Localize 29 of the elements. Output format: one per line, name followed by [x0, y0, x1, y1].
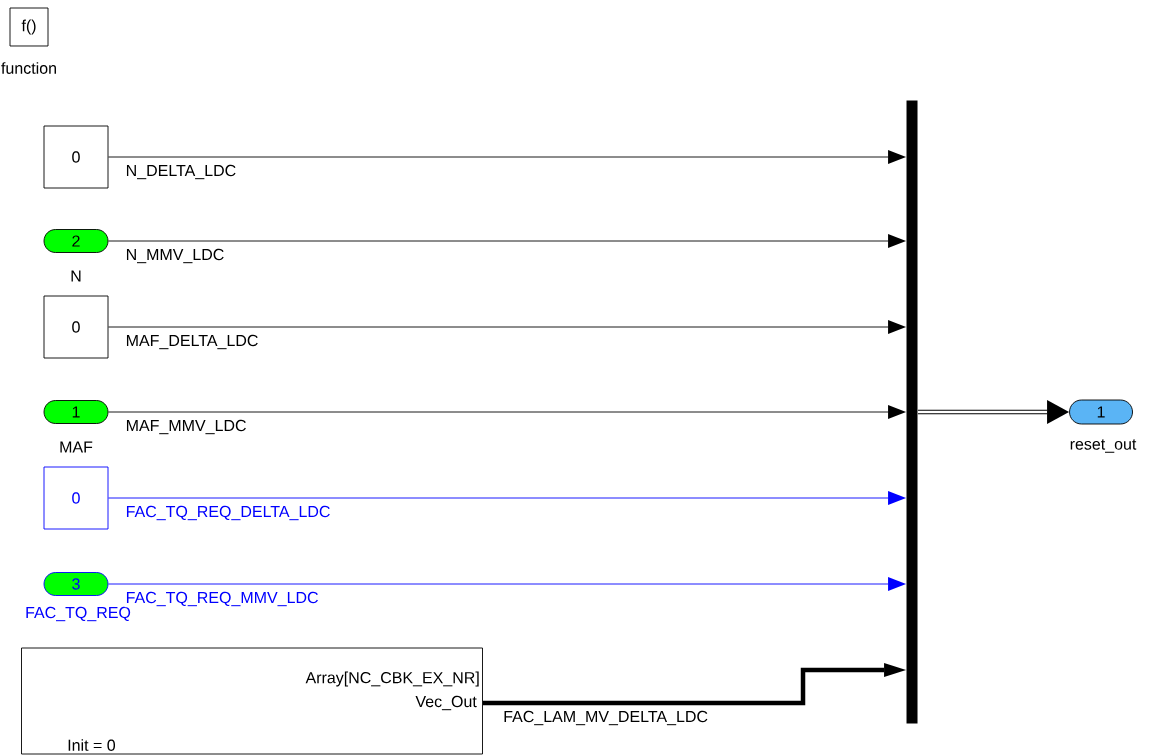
block-label: FAC_TQ_REQ	[26, 606, 131, 622]
inport-block: 1	[43, 400, 109, 424]
arrow	[482, 663, 907, 706]
block-label: reset_out	[1070, 439, 1137, 453]
inport-block: 3	[43, 572, 109, 596]
arrow	[108, 320, 907, 334]
signal-label: FAC_TQ_REQ_DELTA_LDC	[124, 504, 332, 522]
arrow	[108, 234, 907, 248]
block-label: N	[71, 270, 81, 282]
constant-block: 0	[43, 125, 109, 189]
arrow	[108, 491, 907, 505]
signal-label: FAC_LAM_MV_DELTA_LDC	[502, 709, 709, 727]
constant-block: 0	[43, 295, 109, 359]
signal-label: N_DELTA_LDC	[124, 163, 238, 181]
signal-label: MAF_DELTA_LDC	[124, 333, 260, 351]
block-label: MAF	[60, 441, 93, 453]
signal-label: N_MMV_LDC	[124, 247, 226, 265]
arrow	[108, 405, 907, 419]
arrow	[108, 150, 907, 164]
constant-block: 0	[43, 466, 109, 530]
inport-block: 2	[43, 229, 109, 253]
arrow	[108, 577, 907, 591]
function-block: f()	[9, 7, 49, 47]
block-label: function	[1, 62, 56, 74]
arrow	[917, 400, 1070, 424]
signal-label: FAC_TQ_REQ_MMV_LDC	[124, 590, 320, 608]
outport-block: 1	[1069, 399, 1133, 425]
signal-label: MAF_MMV_LDC	[124, 418, 248, 436]
subsystem-block: Array[NC_CBK_EX_NR] Vec_Out Init = 0	[21, 647, 483, 755]
